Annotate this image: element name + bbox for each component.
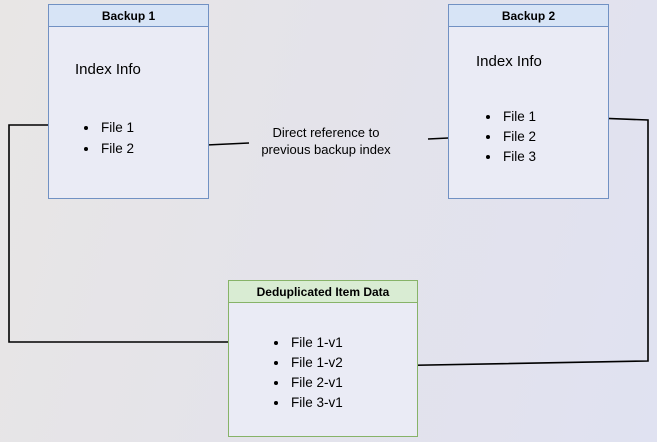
backup1-title: Backup 1 <box>49 5 208 27</box>
backup2-subtitle: Index Info <box>476 53 542 70</box>
list-item: File 3 <box>501 147 536 167</box>
dedup-file-list: File 1-v1File 1-v2File 2-v1File 3-v1 <box>289 333 343 413</box>
list-item: File 3-v1 <box>289 393 343 413</box>
annotation-direct-reference: Direct reference to previous backup inde… <box>261 125 391 157</box>
backup2-title: Backup 2 <box>449 5 608 27</box>
backup1-subtitle: Index Info <box>75 61 141 78</box>
list-item: File 2 <box>501 127 536 147</box>
list-item: File 2-v1 <box>289 373 343 393</box>
list-item: File 2 <box>99 138 134 159</box>
backup2-box: Backup 2 Index Info File 1File 2File 3 <box>448 4 609 199</box>
deduplicated-item-data-box: Deduplicated Item Data File 1-v1File 1-v… <box>228 280 418 437</box>
list-item: File 1-v1 <box>289 333 343 353</box>
list-item: File 1-v2 <box>289 353 343 373</box>
backup1-box: Backup 1 Index Info File 1File 2 <box>48 4 209 199</box>
list-item: File 1 <box>501 107 536 127</box>
backup2-file-list: File 1File 2File 3 <box>501 107 536 167</box>
list-item: File 1 <box>99 117 134 138</box>
backup1-file-list: File 1File 2 <box>99 117 134 159</box>
dedup-title: Deduplicated Item Data <box>229 281 417 303</box>
